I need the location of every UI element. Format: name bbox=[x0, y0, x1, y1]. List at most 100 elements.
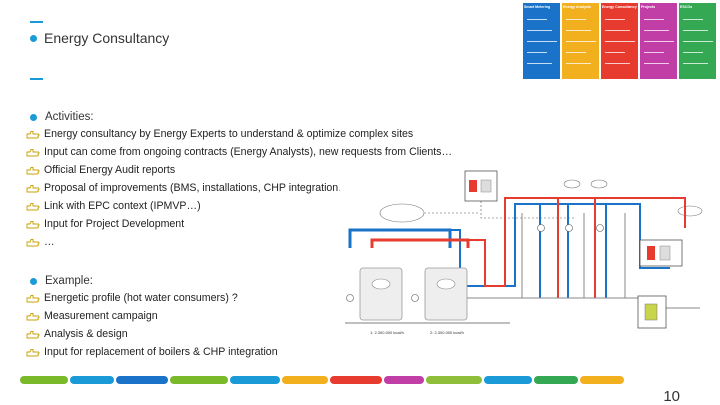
flow-text-line bbox=[683, 63, 708, 64]
example-list: Energetic profile (hot water consumers) … bbox=[26, 292, 278, 359]
bullet-item: Proposal of improvements (BMS, installat… bbox=[26, 182, 452, 195]
bullet-item: Input for Project Development bbox=[26, 218, 452, 231]
flow-text-line bbox=[644, 52, 664, 53]
bullet-text: Analysis & design bbox=[44, 328, 128, 340]
example-heading-row: Example: bbox=[30, 275, 93, 287]
flow-column: Projects bbox=[640, 3, 677, 79]
bullet-text: Energy consultancy by Energy Experts to … bbox=[44, 128, 414, 140]
flow-column-header: Projects bbox=[641, 5, 656, 9]
boiler-2 bbox=[424, 267, 468, 321]
title-row: Energy Consultancy bbox=[30, 30, 169, 46]
flow-text-line bbox=[605, 52, 625, 53]
bullet-item: Analysis & design bbox=[26, 328, 278, 341]
footer-segment bbox=[484, 376, 532, 384]
pointing-hand-icon bbox=[26, 130, 40, 139]
bullet-dot bbox=[30, 277, 37, 285]
flow-text-line bbox=[566, 63, 591, 64]
footer-segment bbox=[580, 376, 624, 384]
flow-text-line bbox=[683, 52, 703, 53]
flow-text-line bbox=[566, 52, 586, 53]
activities-list: Energy consultancy by Energy Experts to … bbox=[26, 128, 452, 249]
flow-text-line bbox=[644, 41, 674, 42]
flow-column: Energy Analysis bbox=[562, 3, 599, 79]
bullet-text: Proposal of improvements (BMS, installat… bbox=[44, 182, 353, 194]
bullet-text: Link with EPC context (IPMVP…) bbox=[44, 200, 201, 212]
flow-column-header: Smart Metering bbox=[524, 5, 551, 9]
footer-segment bbox=[426, 376, 482, 384]
pointing-hand-icon bbox=[26, 238, 40, 247]
bullet-item: Input for replacement of boilers & CHP i… bbox=[26, 346, 278, 359]
bullet-text: Official Energy Audit reports bbox=[44, 164, 176, 176]
process-flow-diagram: Smart Metering Energy Analysis Energy Cons… bbox=[523, 3, 718, 79]
flow-text-line bbox=[605, 63, 630, 64]
flow-column-header: ESCOs bbox=[680, 5, 693, 9]
flow-column-header: Energy Consultancy bbox=[602, 5, 637, 9]
boiler-1 bbox=[359, 267, 403, 321]
flow-text-line bbox=[605, 41, 635, 42]
flow-text-line bbox=[605, 30, 630, 31]
flow-text-line bbox=[683, 41, 713, 42]
meter-bubble-1 bbox=[563, 179, 581, 189]
bullet-item: Measurement campaign bbox=[26, 310, 278, 323]
footer-segment bbox=[170, 376, 228, 384]
bullet-item: Link with EPC context (IPMVP…) bbox=[26, 200, 452, 213]
title-bottom-rule bbox=[30, 78, 43, 80]
flow-text-line bbox=[527, 52, 547, 53]
flow-text-line bbox=[566, 41, 596, 42]
meter-bubble-2 bbox=[590, 179, 608, 189]
flow-text-line bbox=[527, 19, 547, 20]
flow-text-line bbox=[527, 41, 557, 42]
activities-heading-row: Activities: bbox=[30, 111, 94, 123]
pointing-hand-icon bbox=[26, 312, 40, 321]
bullet-text: Measurement campaign bbox=[44, 310, 158, 322]
flow-text-line bbox=[527, 63, 552, 64]
footer-segment bbox=[534, 376, 578, 384]
bullet-item: Energetic profile (hot water consumers) … bbox=[26, 292, 278, 305]
bullet-item: Energy consultancy by Energy Experts to … bbox=[26, 128, 452, 141]
pointing-hand-icon bbox=[26, 166, 40, 175]
flow-text-line bbox=[566, 30, 591, 31]
pointing-hand-icon bbox=[26, 330, 40, 339]
bullet-item: Official Energy Audit reports bbox=[26, 164, 452, 177]
flow-text-line bbox=[605, 19, 625, 20]
hydraulic-schema-diagram: 1: 2.300.000 kcal/h 2: 2.300.000 kcal/h bbox=[340, 168, 715, 343]
flow-text-line bbox=[644, 63, 669, 64]
flow-column-header: Energy Analysis bbox=[563, 5, 591, 9]
flow-column: ESCOs bbox=[679, 3, 716, 79]
controller-bubble bbox=[379, 203, 425, 223]
flow-text-line bbox=[566, 19, 586, 20]
bullet-text: Input for replacement of boilers & CHP i… bbox=[44, 346, 278, 358]
footer-segment bbox=[20, 376, 68, 384]
flow-text-line bbox=[644, 30, 669, 31]
meter-bubble-3 bbox=[677, 205, 703, 217]
example-heading: Example: bbox=[45, 275, 93, 287]
flow-text-line bbox=[527, 30, 552, 31]
pointing-hand-icon bbox=[26, 184, 40, 193]
pointing-hand-icon bbox=[26, 348, 40, 357]
boiler-1-capacity: 1: 2.300.000 kcal/h bbox=[370, 330, 404, 335]
flow-text-line bbox=[644, 19, 664, 20]
bullet-dot bbox=[30, 113, 37, 121]
boiler-2-capacity: 2: 2.300.000 kcal/h bbox=[430, 330, 464, 335]
bullet-text: … bbox=[44, 236, 55, 248]
pointing-hand-icon bbox=[26, 202, 40, 211]
bullet-text: Input for Project Development bbox=[44, 218, 185, 230]
bullet-item: Input can come from ongoing contracts (E… bbox=[26, 146, 452, 159]
footer-segment bbox=[230, 376, 280, 384]
flow-column: Smart Metering bbox=[523, 3, 560, 79]
footer-segment bbox=[330, 376, 382, 384]
pointing-hand-icon bbox=[26, 294, 40, 303]
bullet-text: Input can come from ongoing contracts (E… bbox=[44, 146, 453, 158]
page-title: Energy Consultancy bbox=[44, 30, 170, 46]
footer-segment bbox=[70, 376, 114, 384]
pointing-hand-icon bbox=[26, 220, 40, 229]
bullet-text: Energetic profile (hot water consumers) … bbox=[44, 292, 238, 304]
activities-heading: Activities: bbox=[45, 111, 94, 123]
page-number: 10 bbox=[663, 388, 680, 405]
bullet-dot bbox=[30, 34, 37, 42]
bullet-item: … bbox=[26, 236, 452, 249]
footer-color-bar bbox=[20, 376, 624, 384]
footer-segment bbox=[116, 376, 168, 384]
footer-segment bbox=[282, 376, 328, 384]
title-top-rule bbox=[30, 21, 43, 23]
